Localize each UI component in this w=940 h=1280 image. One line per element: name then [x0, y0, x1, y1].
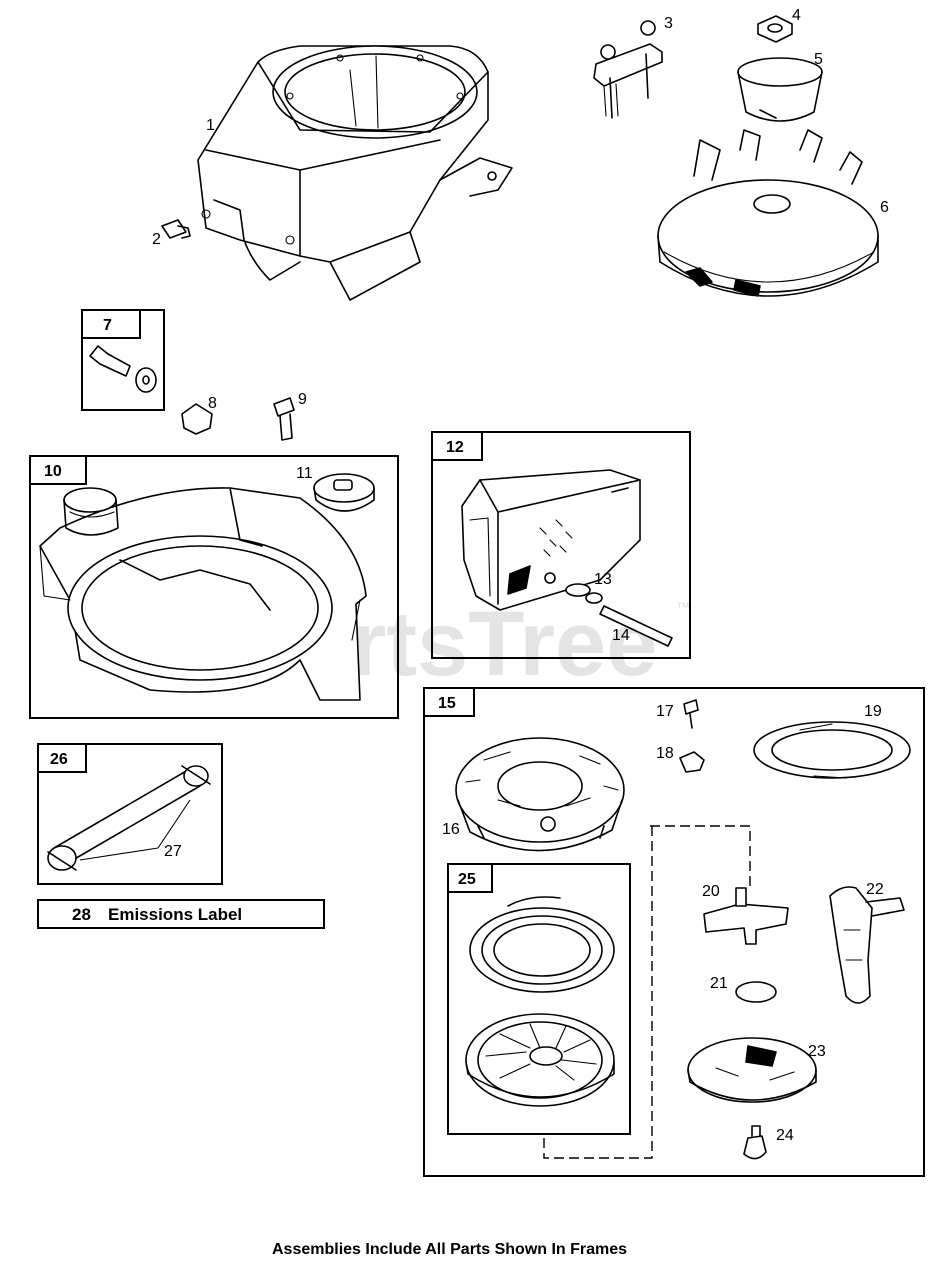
frame-26: 26 — [37, 743, 223, 885]
fuel-cap-part-11 — [313, 473, 375, 512]
emissions-label-text: Emissions Label — [108, 905, 242, 924]
part-number-13: 13 — [594, 571, 612, 588]
bracket-part-3 — [593, 20, 663, 119]
emissions-number: 28 — [72, 905, 91, 924]
frame-12: 12 — [431, 431, 691, 659]
emissions-label-box: 28 Emissions Label — [37, 899, 325, 929]
part-number-16: 16 — [442, 821, 460, 838]
part-number-4: 4 — [792, 7, 801, 24]
part-number-19: 19 — [864, 703, 882, 720]
part-number-17: 17 — [656, 703, 674, 720]
part-number-22: 22 — [866, 881, 884, 898]
part-number-5: 5 — [814, 51, 823, 68]
watermark-trademark: ™ — [676, 599, 690, 615]
part-number-3: 3 — [664, 15, 673, 32]
part-number-2: 2 — [152, 231, 161, 248]
part-number-9: 9 — [298, 391, 307, 408]
part-number-8: 8 — [208, 395, 217, 412]
frame-15: 15 — [423, 687, 925, 1177]
part-number-11: 11 — [296, 465, 313, 482]
part-number-1: 1 — [206, 117, 215, 134]
frame-10-label: 10 — [44, 463, 62, 480]
part-number-14: 14 — [612, 627, 630, 644]
starter-cup-part-5 — [737, 57, 823, 122]
frame-12-label: 12 — [446, 439, 464, 456]
screw-part-2 — [161, 219, 191, 239]
frame-15-label: 15 — [438, 695, 456, 712]
spacer-part-8 — [181, 403, 213, 435]
frame-7-label: 7 — [103, 317, 112, 334]
frame-25-label: 25 — [458, 871, 476, 888]
stud-part-9 — [273, 397, 295, 441]
part-number-21: 21 — [710, 975, 728, 992]
part-number-27: 27 — [164, 843, 182, 860]
flywheel-part-6 — [657, 129, 879, 297]
nut-part-4 — [757, 15, 793, 43]
frame-7: 7 — [81, 309, 165, 411]
part-number-23: 23 — [808, 1043, 826, 1060]
leader-lines — [79, 799, 191, 861]
frame-25: 25 — [447, 863, 631, 1135]
part-number-24: 24 — [776, 1127, 794, 1144]
part-number-6: 6 — [880, 199, 889, 216]
frame-26-label: 26 — [50, 751, 68, 768]
blower-housing-drawing — [197, 45, 513, 301]
part-number-20: 20 — [702, 883, 720, 900]
part-number-18: 18 — [656, 745, 674, 762]
footer-note: Assemblies Include All Parts Shown In Fr… — [272, 1241, 627, 1258]
frame-10: 10 — [29, 455, 399, 719]
